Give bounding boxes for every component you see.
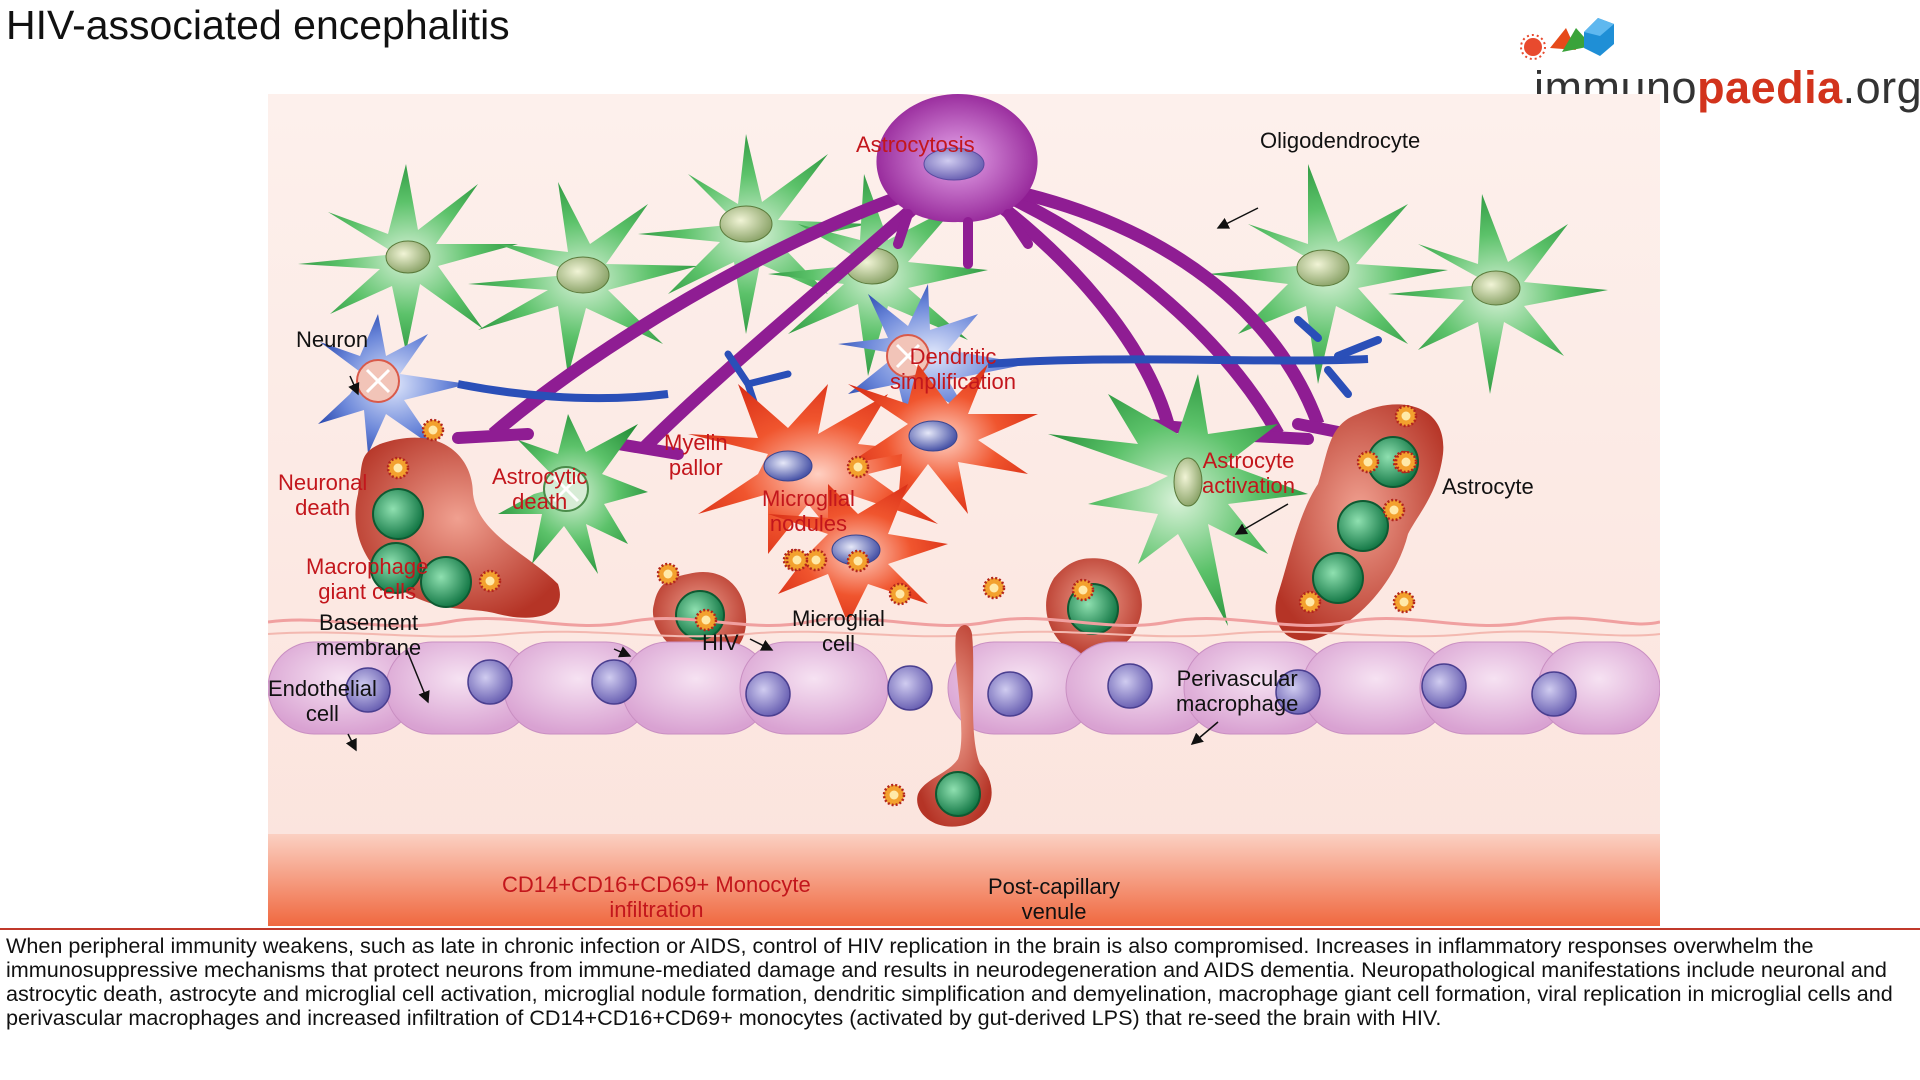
label-hiv: HIV bbox=[702, 630, 739, 655]
figure-caption: When peripheral immunity weakens, such a… bbox=[6, 933, 1893, 1030]
label-monocyte-infiltration: CD14+CD16+CD69+ Monocyte infiltration bbox=[502, 872, 811, 922]
logo-cubes-icon bbox=[1520, 18, 1614, 60]
hiv-virion bbox=[888, 582, 912, 606]
label-microglial-cell: Microglial cell bbox=[792, 606, 885, 656]
hiv-arrow bbox=[613, 646, 632, 658]
label-astrocytic-death: Astrocytic death bbox=[492, 464, 588, 514]
hiv-virion bbox=[1392, 590, 1416, 614]
neuron-arrow bbox=[348, 375, 360, 396]
basement-membrane-arrow bbox=[405, 647, 430, 704]
hiv-virion bbox=[1356, 450, 1380, 474]
macrophage-giant-cell bbox=[355, 437, 560, 618]
dying-astrocyte-cell bbox=[498, 414, 648, 574]
hiv-virion bbox=[1394, 404, 1418, 428]
hiv-virion bbox=[1394, 450, 1418, 474]
label-endothelial-cell: Endothelial cell bbox=[268, 676, 377, 726]
hiv-virion bbox=[386, 456, 410, 480]
astrocyte-cell bbox=[1208, 164, 1448, 384]
logo-text-paedia: paedia bbox=[1697, 62, 1843, 113]
basement-membrane-line bbox=[268, 630, 1660, 638]
hiv-virion bbox=[656, 562, 680, 586]
hiv-virion bbox=[846, 549, 870, 573]
endothelial-layer bbox=[268, 641, 1660, 735]
label-neuron: Neuron bbox=[296, 327, 369, 352]
hiv-virion bbox=[1382, 498, 1406, 522]
venule-lumen bbox=[268, 834, 1660, 926]
page-title: HIV-associated encephalitis bbox=[6, 2, 510, 48]
hiv-virion bbox=[1298, 590, 1322, 614]
microglial-cell-arrow bbox=[749, 638, 774, 651]
label-perivascular-macrophage: Perivascular macrophage bbox=[1176, 666, 1299, 716]
endothelial-cell-arrow bbox=[345, 733, 357, 752]
oligodendrocyte-cell bbox=[452, 94, 1354, 460]
immunopaedia-logo: immunopaedia.org bbox=[1520, 10, 1920, 113]
hiv-virion bbox=[694, 608, 718, 632]
perivascular-macrophage-arrow bbox=[1190, 721, 1219, 745]
caption-divider bbox=[0, 928, 1920, 930]
hiv-virion bbox=[421, 418, 445, 442]
hiv-encephalitis-diagram: Astrocytosis Oligodendrocyte Neuron Dend… bbox=[268, 94, 1660, 926]
label-oligodendrocyte: Oligodendrocyte bbox=[1260, 128, 1421, 153]
astrocyte-cell bbox=[638, 134, 868, 334]
label-neuronal-death: Neuronal death bbox=[278, 470, 368, 520]
hiv-virion bbox=[1071, 578, 1095, 602]
neuron-cell bbox=[318, 314, 669, 454]
label-microglial-nodules: Microglial nodules bbox=[762, 486, 855, 536]
label-macrophage-giant-cells: Macrophage giant cells bbox=[306, 554, 429, 604]
hiv-virion bbox=[882, 783, 906, 807]
label-astrocyte-activation: Astrocyte activation bbox=[1202, 448, 1295, 498]
diagram-illustration bbox=[268, 94, 1660, 926]
label-post-capillary-venule: Post-capillary venule bbox=[988, 874, 1121, 924]
label-astrocytosis: Astrocytosis bbox=[856, 132, 975, 157]
astrocyte-cell bbox=[1388, 194, 1608, 394]
label-myelin-pallor: Myelin pallor bbox=[664, 430, 728, 480]
hiv-virion bbox=[846, 455, 870, 479]
infiltrating-monocyte bbox=[917, 625, 992, 827]
hiv-virion bbox=[804, 548, 828, 572]
hiv-virion bbox=[785, 548, 809, 572]
astrocyte-arrow bbox=[1234, 503, 1289, 535]
oligodendrocyte-arrow bbox=[1216, 207, 1259, 229]
basement-membrane-line bbox=[268, 616, 1660, 628]
hiv-virion bbox=[478, 569, 502, 593]
astrocyte-cell bbox=[298, 164, 518, 352]
label-basement-membrane: Basement membrane bbox=[316, 610, 422, 660]
logo-text-org: .org bbox=[1842, 62, 1920, 113]
activated-astrocyte-cell bbox=[1048, 374, 1308, 626]
label-dendritic-simplification: Dendritic simplification bbox=[890, 344, 1016, 394]
hiv-virion bbox=[982, 576, 1006, 600]
label-astrocyte: Astrocyte bbox=[1442, 474, 1534, 499]
